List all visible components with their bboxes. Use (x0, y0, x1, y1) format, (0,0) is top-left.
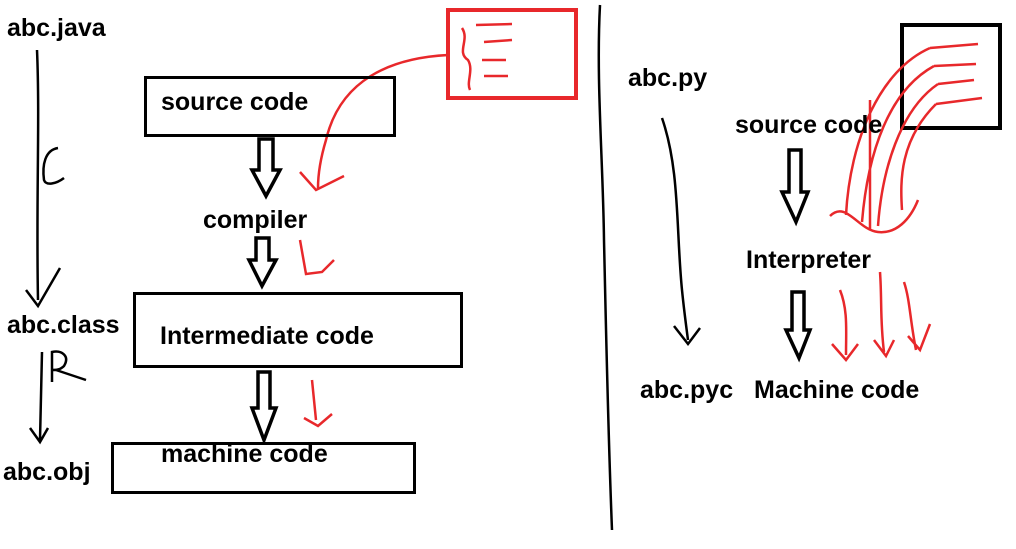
hollow-arrow-intermediate-to-machine (249, 370, 279, 445)
compiler-label: compiler (203, 206, 308, 234)
file-abc-class: abc.class (7, 311, 120, 339)
letter-r-mark (50, 350, 87, 382)
program-sketch-box (446, 8, 578, 100)
red-arrow-program-to-compiler (299, 53, 449, 192)
file-abc-py: abc.py (628, 64, 708, 92)
interpreter-label: Interpreter (746, 246, 872, 274)
file-abc-java: abc.java (7, 14, 106, 42)
hollow-arrow-compiler-to-intermediate (246, 236, 279, 290)
section-divider (597, 4, 614, 531)
red-arrow-intermediate (303, 379, 333, 428)
source-code-box (144, 76, 396, 137)
file-abc-obj: abc.obj (3, 458, 91, 486)
red-strands-box-to-interpreter (829, 46, 939, 234)
flow-arrow-py-to-pyc (660, 117, 701, 347)
program-sketch-lines (460, 22, 513, 91)
red-strands-interpreter-to-machine (831, 271, 932, 362)
intermediate-code-label: Intermediate code (160, 322, 374, 350)
hollow-arrow-source-to-compiler (249, 137, 283, 200)
right-machine-code-label: Machine code (754, 376, 920, 404)
machine-code-box (111, 442, 416, 494)
code-sketch-lines (929, 42, 983, 106)
letter-c-mark (42, 146, 65, 185)
hollow-arrow-source-to-interpreter (779, 148, 811, 227)
source-code-label: source code (161, 88, 309, 116)
red-arrow-compiler (298, 239, 335, 276)
hollow-arrow-interpreter-to-machine (783, 290, 813, 363)
code-sketch-box (900, 23, 1002, 130)
intermediate-code-box (133, 292, 463, 368)
right-source-code-label: source code (735, 111, 883, 139)
flow-arrow-class-to-obj (28, 351, 50, 445)
file-abc-pyc: abc.pyc (640, 376, 734, 404)
flow-arrow-java-to-class (25, 49, 62, 309)
machine-code-label: machine code (161, 440, 328, 468)
